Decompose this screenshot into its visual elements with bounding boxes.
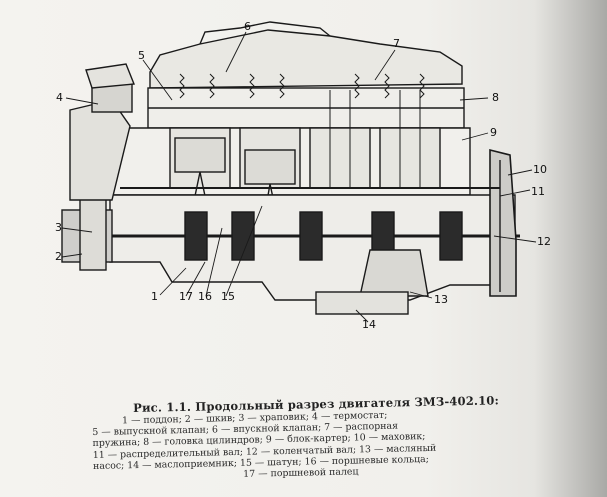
callout-2: 2 bbox=[55, 250, 62, 263]
callout-12: 12 bbox=[537, 235, 551, 248]
callout-16: 16 bbox=[198, 290, 212, 303]
figure-caption-legend: 1 — поддон; 2 — шкив; 3 — храповик; 4 — … bbox=[92, 406, 563, 483]
callout-10: 10 bbox=[533, 163, 547, 176]
callout-6: 6 bbox=[244, 20, 251, 33]
callout-8: 8 bbox=[492, 91, 499, 104]
callout-13: 13 bbox=[434, 293, 448, 306]
callout-4: 4 bbox=[56, 91, 63, 104]
callout-1: 1 bbox=[151, 290, 158, 303]
callout-3: 3 bbox=[55, 221, 62, 234]
callout-11: 11 bbox=[531, 185, 545, 198]
callout-9: 9 bbox=[490, 126, 497, 139]
callout-17: 17 bbox=[179, 290, 193, 303]
callout-15: 15 bbox=[221, 290, 235, 303]
callout-7: 7 bbox=[393, 37, 400, 50]
callout-14: 14 bbox=[362, 318, 376, 331]
callout-5: 5 bbox=[138, 49, 145, 62]
